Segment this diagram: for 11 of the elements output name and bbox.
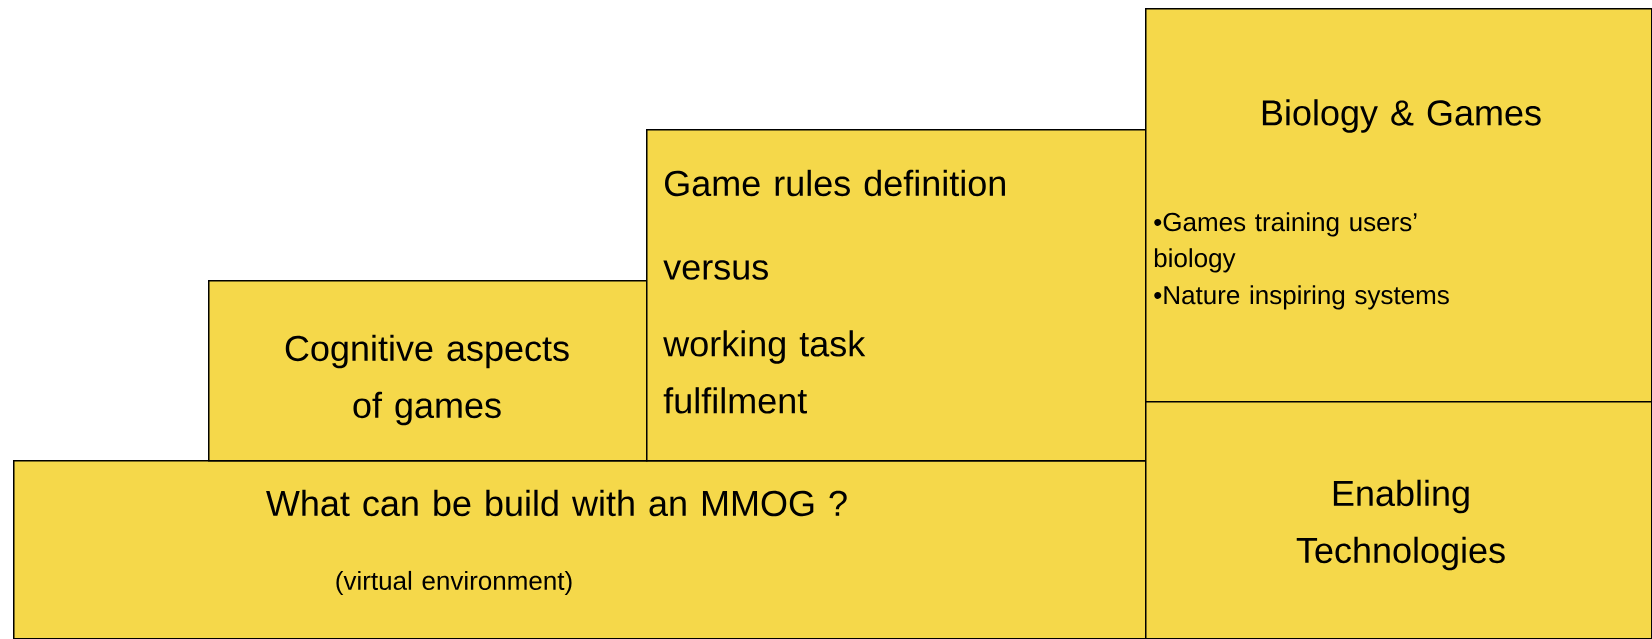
node-label: Game rules definition xyxy=(665,169,1005,197)
topic-box: Enabling Technologies xyxy=(1145,401,1652,639)
node-label: working task fulfilment xyxy=(663,330,866,414)
node-label: •Games training users’ biology xyxy=(1154,212,1417,273)
node-label: What can be build with an MMOG ? xyxy=(266,489,847,517)
node-label: versus xyxy=(663,260,768,280)
topic-box: Biology & Games •Games training users’ biology •Nature inspiring systems xyxy=(1145,8,1652,403)
topic-box: Cognitive aspects of games xyxy=(208,280,648,462)
node-label: •Nature inspiring systems xyxy=(1154,285,1449,310)
node-label: Biology & Games xyxy=(1262,99,1541,133)
node-label: (virtual environment) xyxy=(336,570,572,596)
